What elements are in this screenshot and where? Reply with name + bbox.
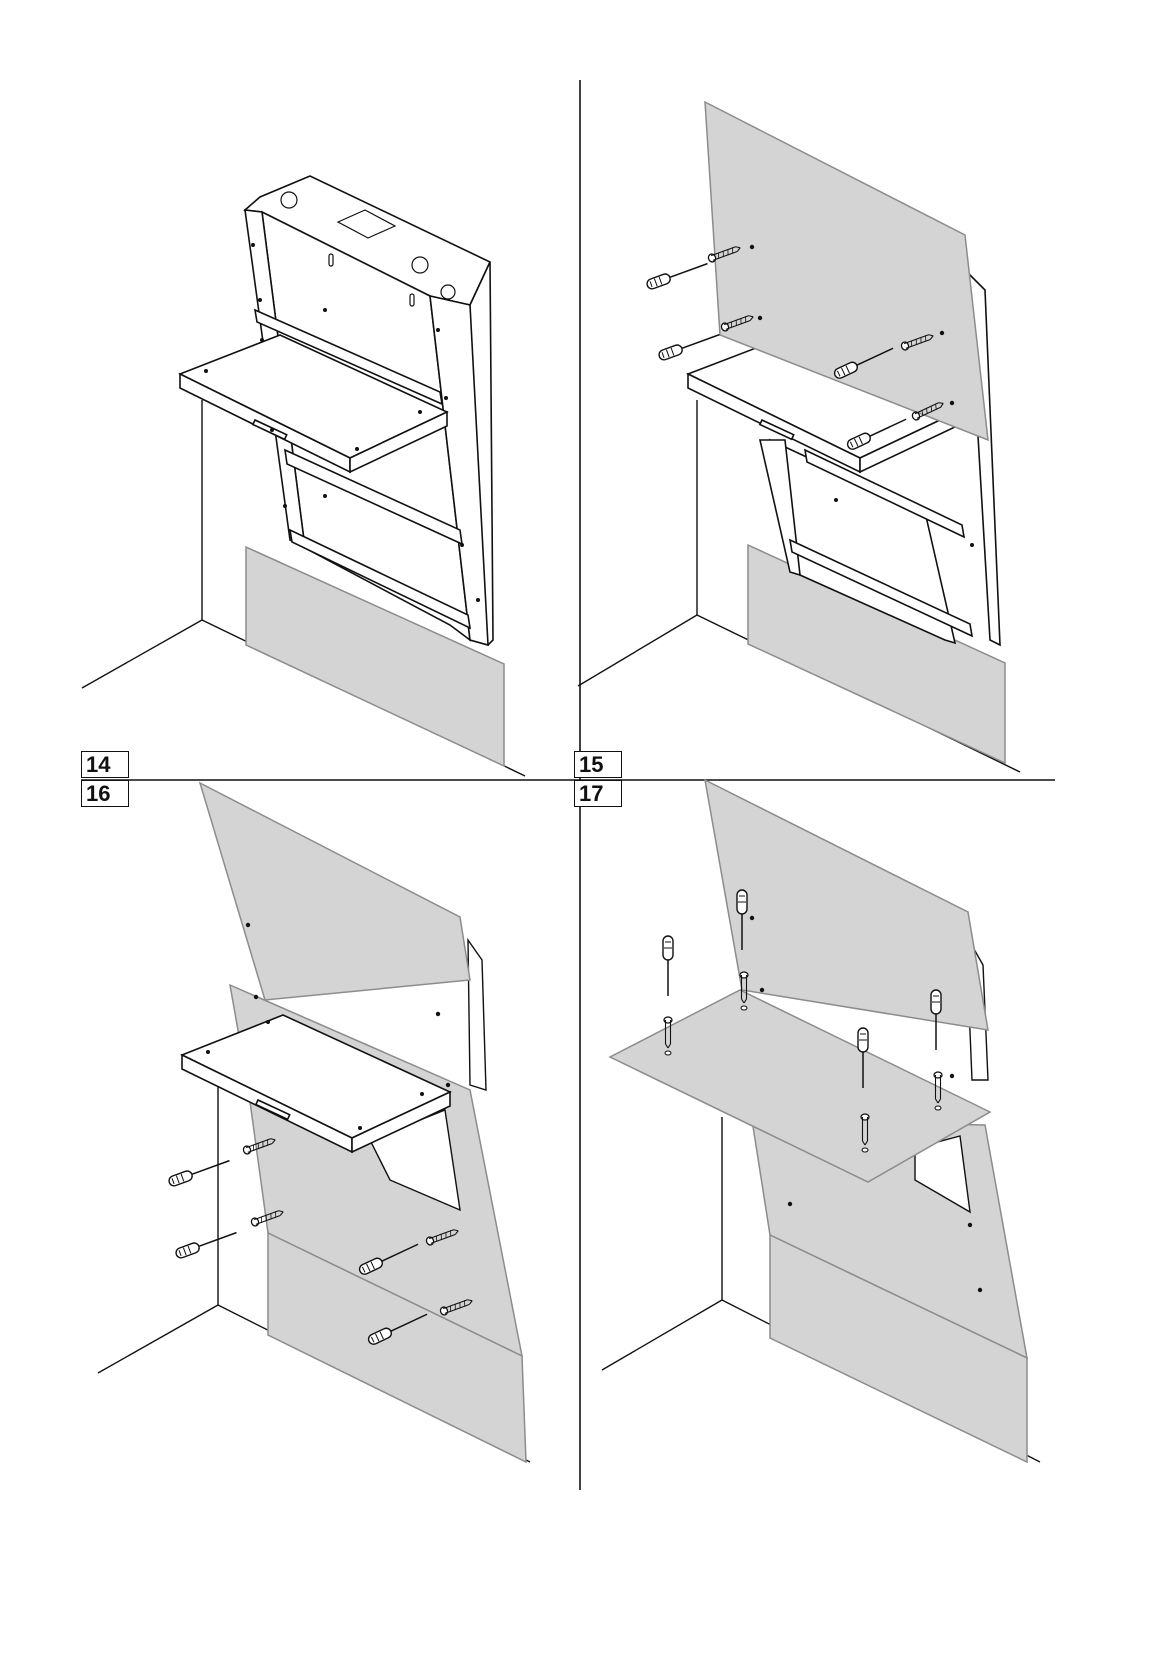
panel-step-17 bbox=[601, 778, 1041, 1464]
skirting-panel bbox=[245, 545, 505, 768]
top-panel bbox=[608, 989, 992, 1183]
hole-dots bbox=[749, 915, 983, 1293]
panel-step-15 bbox=[577, 100, 1021, 773]
back-panel bbox=[198, 781, 471, 1001]
panel-step-16 bbox=[97, 781, 531, 1464]
shelf-board bbox=[178, 334, 449, 474]
shelf-board bbox=[180, 1014, 452, 1154]
cabinet-details bbox=[280, 191, 456, 307]
back-panel bbox=[704, 778, 989, 1031]
opening bbox=[914, 1135, 971, 1214]
skirting-panel bbox=[769, 1233, 1028, 1464]
cabinet-edge bbox=[467, 937, 487, 1091]
cabinet-frame bbox=[758, 259, 1001, 647]
skirting-panel bbox=[267, 1231, 527, 1464]
hole-dots bbox=[204, 243, 480, 602]
hole-dots bbox=[749, 244, 974, 547]
step-number-15: 15 bbox=[574, 751, 622, 778]
step-number-17: 17 bbox=[574, 780, 622, 807]
step-number-14: 14 bbox=[81, 751, 129, 778]
panel-step-14 bbox=[81, 175, 526, 777]
hole-dots bbox=[206, 922, 451, 1130]
step-number-16: 16 bbox=[81, 780, 129, 807]
